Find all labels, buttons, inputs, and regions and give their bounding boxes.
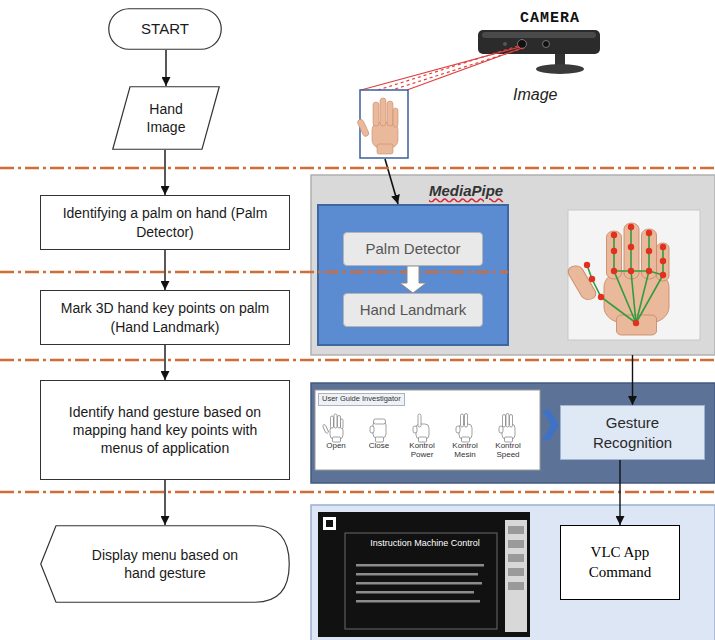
mediapipe-panel xyxy=(311,175,715,355)
process-box: Mark 3D hand key points on palm (Hand La… xyxy=(40,290,290,345)
block-arrow xyxy=(400,266,426,293)
command-box: VLC App Command xyxy=(560,525,680,600)
strip-title: User Guide Investigator xyxy=(318,393,405,406)
mediapipe-panel: MediaPipePalm DetectorHand Landmark xyxy=(311,175,715,355)
para-outline xyxy=(112,86,220,150)
node-text: Hand Landmark xyxy=(360,300,467,320)
node-text: VLC App Command xyxy=(570,543,670,582)
start-terminal: START xyxy=(108,8,222,50)
para-path xyxy=(113,87,220,150)
flow-arrow xyxy=(164,480,165,525)
input-parallelogram: Hand Image xyxy=(112,86,220,150)
process-box: Identifying a palm on hand (Palm Detecto… xyxy=(40,195,290,250)
gesture-box: Gesture Recognition xyxy=(560,405,705,460)
monitor-screen: Instruction Machine Control xyxy=(318,512,530,637)
image-arrow xyxy=(385,159,398,204)
model-box: Hand Landmark xyxy=(343,293,483,327)
disp-outline xyxy=(40,525,290,603)
model-box: Palm Detector xyxy=(343,232,483,266)
icon-label: Kontrol Mesin xyxy=(444,442,486,460)
node-text: Identifying a palm on hand (Palm Detecto… xyxy=(63,204,268,240)
hand-image xyxy=(357,90,408,158)
node-text: Display menu based on hand gesture xyxy=(80,546,250,582)
node-text: START xyxy=(141,19,189,39)
flow-arrow xyxy=(632,355,633,405)
node-text: Mark 3D hand key points on palm (Hand La… xyxy=(53,299,278,335)
user-guide-strip: User Guide InvestigatorOpenCloseKontrol … xyxy=(315,390,540,470)
icon-label: Open xyxy=(315,442,357,451)
icon-label: Close xyxy=(358,442,400,451)
camera-label: CAMERA xyxy=(520,10,580,27)
user-guide-strip xyxy=(315,390,540,470)
panel-title: MediaPipe xyxy=(429,181,549,201)
mediapipe-model-box xyxy=(318,205,508,345)
icon-label: Kontrol Speed xyxy=(487,442,529,460)
flow-arrow xyxy=(164,250,165,290)
flow-arrow xyxy=(165,50,166,86)
monitor-screenshot xyxy=(318,512,530,637)
term-path xyxy=(109,9,222,50)
gesture-icons xyxy=(322,414,515,443)
chevron xyxy=(542,410,559,440)
disp-path xyxy=(41,526,290,603)
flow-arrow xyxy=(164,345,165,380)
output-panel xyxy=(311,505,715,640)
process-box: Identify hand gesture based on mapping h… xyxy=(40,380,290,480)
section-divider xyxy=(0,168,715,492)
icon-label: Kontrol Power xyxy=(401,442,443,460)
node-text: Hand Image xyxy=(133,100,199,136)
image-label: Image xyxy=(513,86,557,104)
node-text: Palm Detector xyxy=(365,239,460,259)
hand-landmark-picture xyxy=(566,210,700,340)
flow-arrow xyxy=(619,460,620,525)
gesture-panel xyxy=(311,383,715,483)
flow-arrow xyxy=(164,150,165,195)
node-text: Identify hand gesture based on mapping h… xyxy=(58,403,273,458)
camera-view-lines xyxy=(361,46,524,90)
display-shape: Display menu based on hand gesture xyxy=(40,525,290,603)
screen-title: Instruction Machine Control xyxy=(350,538,500,549)
node-text: Gesture Recognition xyxy=(568,413,698,452)
camera-illustration xyxy=(478,30,600,74)
